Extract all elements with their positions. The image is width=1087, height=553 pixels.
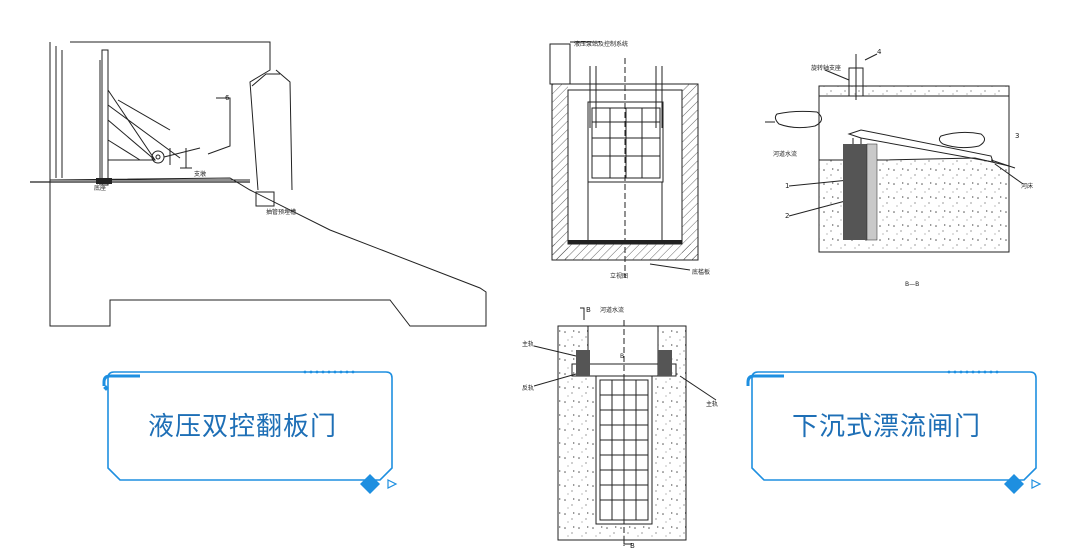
callout-flow: 河道水流 <box>600 306 624 314</box>
callout-b-top: B <box>586 306 591 314</box>
label-box-frame <box>746 370 1042 494</box>
label-flap-gate: 液压双控翻板门 <box>148 412 338 442</box>
callout-mid: B <box>620 353 624 360</box>
label-sinking-gate: 下沉式漂流闸门 <box>792 412 982 442</box>
callout-3: 3 <box>1015 132 1019 140</box>
label-box-sinking-gate: 下沉式漂流闸门 <box>744 368 1044 498</box>
callout-2: 2 <box>785 212 789 220</box>
callout-left1: 主轨 <box>522 340 534 348</box>
callout-4: 4 <box>877 48 882 56</box>
callout-6: 6 <box>225 94 230 102</box>
callout-pipe: 抽管预埋槽 <box>266 208 296 216</box>
callout-elevation: 立视图 <box>610 272 628 280</box>
callout-left2: 反轨 <box>522 384 534 392</box>
label-box-flap-gate: 液压双控翻板门 <box>100 368 400 498</box>
label-box-frame <box>102 370 398 494</box>
callout-b-bottom: B <box>630 542 635 550</box>
callout-section: B—B <box>905 281 919 288</box>
elevation-view-drawing: 液压泵站及控制系统 立视图 底槛板 <box>549 40 710 280</box>
callout-hydraulic: 液压泵站及控制系统 <box>574 40 628 48</box>
callout-base: 底座 <box>94 184 106 192</box>
flap-gate-section-drawing: 6 支墩 抽管预埋槽 底座 <box>30 41 487 327</box>
callout-bed: 河床 <box>1021 182 1033 190</box>
section-bb-drawing: 4 3 1 2 旋转轴支座 河道水流 河床 B—B <box>765 48 1033 288</box>
callout-1: 1 <box>785 182 789 190</box>
plan-view-drawing: 河道水流 B B 主轨 反轨 主轨 B <box>522 306 718 550</box>
callout-river-flow: 河道水流 <box>773 150 797 158</box>
callout-hinge: 旋转轴支座 <box>811 64 841 72</box>
callout-bottom: 底槛板 <box>692 268 710 276</box>
callout-support: 支墩 <box>194 170 206 178</box>
callout-right1: 主轨 <box>706 400 718 408</box>
